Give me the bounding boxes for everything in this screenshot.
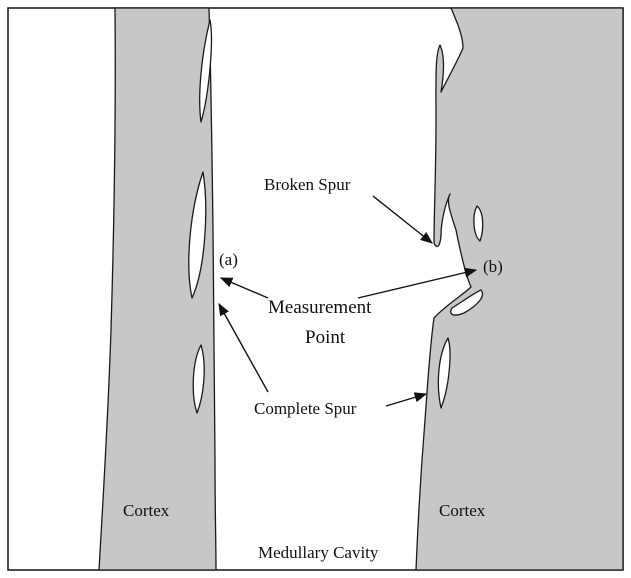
complete-spur-arrow-right (386, 394, 426, 406)
right-cortex-wall (416, 8, 623, 570)
measurement-arrow-b (358, 270, 476, 298)
complete-spur-label: Complete Spur (254, 399, 357, 418)
measurement-label-line1: Measurement (268, 297, 372, 318)
left-cortex-wall (99, 8, 216, 570)
medullary-cavity-label: Medullary Cavity (258, 543, 379, 562)
measurement-arrow-a (221, 278, 268, 298)
broken-spur-label: Broken Spur (264, 175, 351, 194)
left-cortex-label: Cortex (123, 501, 170, 520)
right-cortex (416, 8, 623, 570)
right-cortex-label: Cortex (439, 501, 486, 520)
broken-spur-arrow (373, 196, 432, 243)
point-a-label: (a) (219, 250, 238, 269)
left-cortex (99, 8, 216, 570)
point-b-label: (b) (483, 257, 503, 276)
measurement-label-line2: Point (305, 327, 346, 348)
complete-spur-arrow-left (219, 304, 268, 392)
